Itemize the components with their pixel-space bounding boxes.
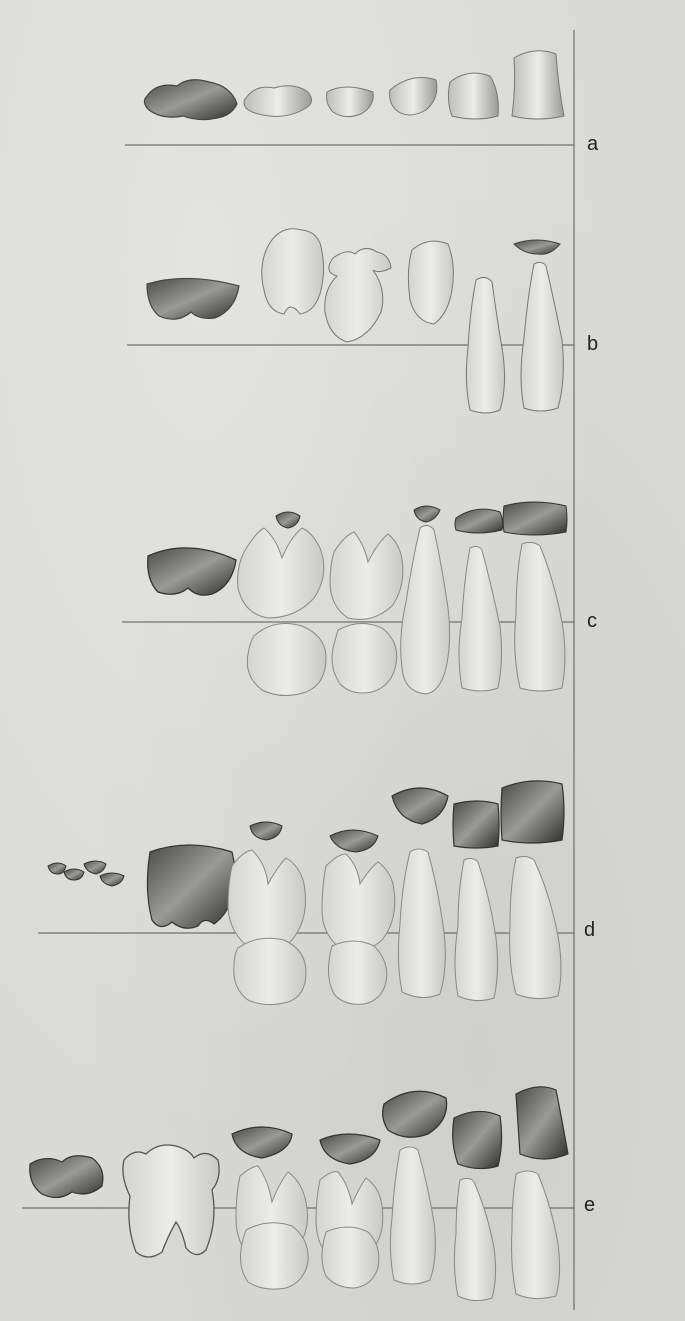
row-b-molar-crown: [262, 229, 324, 314]
row-c-primary-molar-roots: [238, 528, 324, 618]
row-d-primary-molar-roots: [228, 850, 306, 952]
row-a-label: a: [587, 134, 598, 154]
row-c-premolar-crown-below: [332, 623, 397, 693]
row-b: [127, 229, 574, 413]
row-c: [122, 502, 574, 696]
row-d-molar-crown-below: [234, 938, 306, 1004]
row-c-incisor-tooth-1: [459, 546, 502, 691]
row-c-primary-molar-roots-2: [330, 532, 403, 620]
row-d: [38, 781, 574, 1005]
row-c-molar-crown-below-1: [247, 624, 326, 696]
row-e: [22, 1087, 574, 1301]
row-c-label: c: [587, 611, 597, 631]
row-c-canine-tooth: [401, 525, 450, 694]
row-e-label: e: [584, 1195, 595, 1215]
row-d-small-cap-2: [64, 869, 84, 880]
row-b-molar-cap: [147, 278, 239, 319]
row-d-small-cap-4: [100, 873, 124, 886]
row-b-canine-tooth: [466, 277, 504, 413]
row-e-incisor-cap-1: [453, 1111, 502, 1168]
row-a-incisor-cap-2: [512, 51, 564, 119]
row-b-premolar-crown-1: [325, 248, 391, 342]
row-d-molar-crown: [147, 845, 235, 928]
row-e-molar-crown-below: [240, 1223, 308, 1289]
row-c-canine-cap: [414, 506, 440, 522]
row-e-erupted-molar: [123, 1145, 219, 1257]
row-d-small-cap-3: [84, 861, 106, 874]
row-a: [125, 51, 574, 145]
row-e-molar-cap: [30, 1156, 103, 1198]
row-a-molar-cap: [144, 80, 237, 120]
row-a-premolar-cap-1: [244, 86, 312, 117]
row-d-label: d: [584, 920, 595, 940]
row-d-primary-molar-cap: [250, 822, 282, 840]
row-b-premolar-crown-2: [408, 241, 453, 324]
row-c-incisor-tooth-2: [515, 542, 565, 691]
row-e-incisor-cap-2: [516, 1087, 568, 1159]
row-a-incisor-cap-1: [448, 73, 498, 119]
row-d-premolar-crown-below: [328, 941, 386, 1004]
row-c-incisor-cap-2: [503, 502, 567, 535]
row-d-incisor-cap-1: [453, 801, 499, 848]
row-e-incisor-tooth-1: [454, 1178, 495, 1300]
row-c-primary-molar-cap: [276, 512, 300, 528]
row-b-label: b: [587, 334, 598, 354]
row-d-incisor-cap-2: [501, 781, 564, 843]
row-e-canine-tooth: [390, 1147, 435, 1284]
row-e-premolar-crown-below: [322, 1227, 379, 1288]
row-a-premolar-cap-2: [327, 87, 374, 117]
row-d-canine-tooth: [398, 849, 445, 998]
row-b-incisor-tooth: [521, 262, 563, 411]
row-e-canine-cap: [383, 1091, 447, 1137]
row-e-incisor-tooth-2: [512, 1171, 560, 1299]
row-d-incisor-tooth-2: [510, 856, 561, 998]
row-c-incisor-cap-1: [455, 509, 503, 533]
row-d-primary-molar-roots-2: [322, 854, 395, 951]
row-a-canine-cap: [390, 78, 437, 115]
row-d-small-cap-1: [48, 863, 66, 874]
row-e-premolar-cap-2: [320, 1134, 380, 1164]
row-e-premolar-cap-1: [232, 1127, 292, 1158]
row-d-incisor-tooth-1: [455, 858, 498, 1000]
row-d-canine-cap: [392, 788, 448, 824]
row-b-incisor-cap: [514, 240, 560, 254]
row-d-premolar-cap-1: [330, 830, 378, 852]
row-c-molar-cap: [148, 548, 236, 595]
